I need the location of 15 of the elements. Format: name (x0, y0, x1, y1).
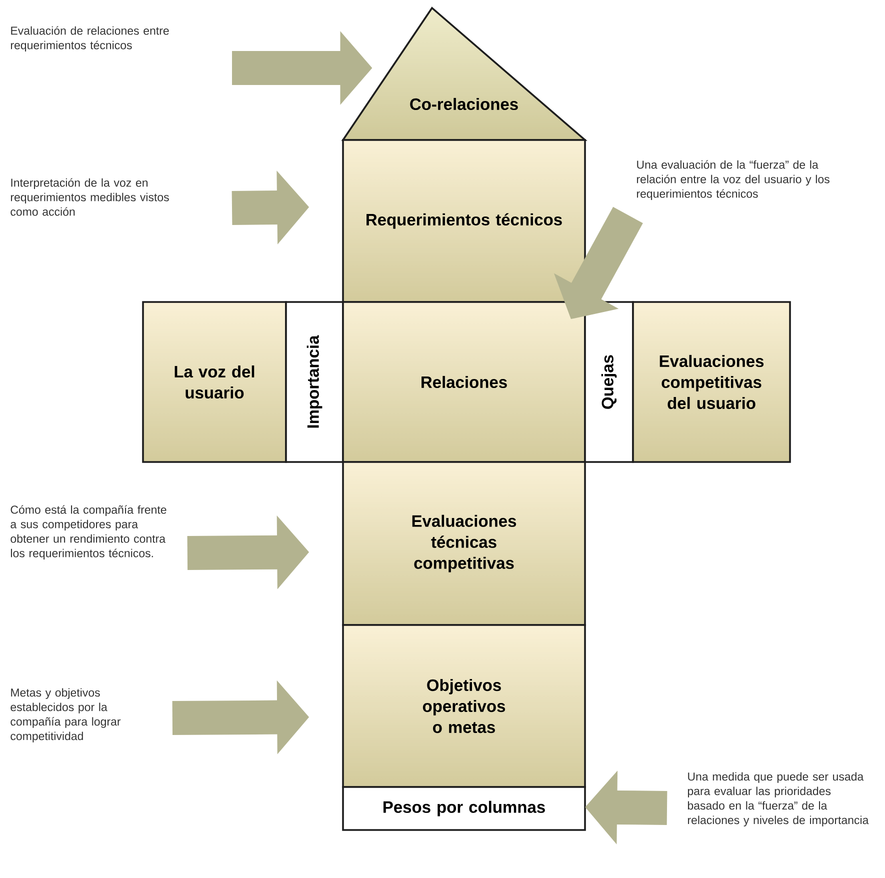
house-section: Evaluaciones competitivas del usuario (632, 301, 791, 463)
annotation-text: Una medida que puede ser usada para evaluar las prioridades basado en la “fuerza” de la relaciones y niveles de importancia (688, 772, 869, 826)
house-section: Evaluaciones técnicas competitivas (342, 461, 586, 626)
house-section: Quejas (584, 301, 634, 463)
house-section: Pesos por columnas (342, 786, 586, 831)
annotation-text: Evaluación de relaciones entre requerimientos técnicos (10, 26, 169, 52)
house-section: La voz del usuario (142, 301, 287, 463)
house-section: Requerimientos técnicos (342, 139, 586, 303)
annotation-text: Metas y objetivos establecidos por la compañía para lograr competitividad (10, 688, 121, 742)
annotation-text: Una evaluación de la “fuerza” de la relación entre la voz del usuario y los requerimientos técnicos (636, 160, 830, 200)
annotation-text: Interpretación de la voz en requerimientos medibles vistos como acción (10, 178, 169, 216)
annotation-text: Cómo está la compañía frente a sus competidores para obtener un rendimiento contra los requerimientos técnicos. (10, 505, 166, 560)
house-section: Importancia (285, 301, 344, 463)
house-section: Objetivos operativos o metas (342, 624, 586, 788)
house-section: Relaciones (342, 301, 586, 463)
